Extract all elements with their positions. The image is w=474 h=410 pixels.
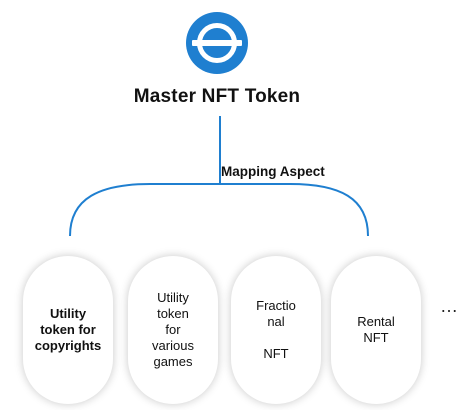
token-pill-games: Utility token for various games: [128, 256, 218, 404]
token-pill-copyrights: Utility token for copyrights: [23, 256, 113, 404]
mapping-aspect-label: Mapping Aspect: [221, 164, 325, 179]
master-token-title: Master NFT Token: [133, 86, 301, 107]
token-pill-fractional: Fractio nal NFT: [231, 256, 321, 404]
token-pill-label: Fractio nal NFT: [256, 298, 296, 361]
token-logo-icon: [186, 12, 248, 74]
token-pill-label: Rental NFT: [357, 314, 395, 345]
more-indicator: …: [440, 296, 459, 316]
token-pill-label: Utility token for copyrights: [34, 306, 102, 353]
token-pill-label: Utility token for various games: [152, 290, 194, 369]
token-pill-rental: Rental NFT: [331, 256, 421, 404]
